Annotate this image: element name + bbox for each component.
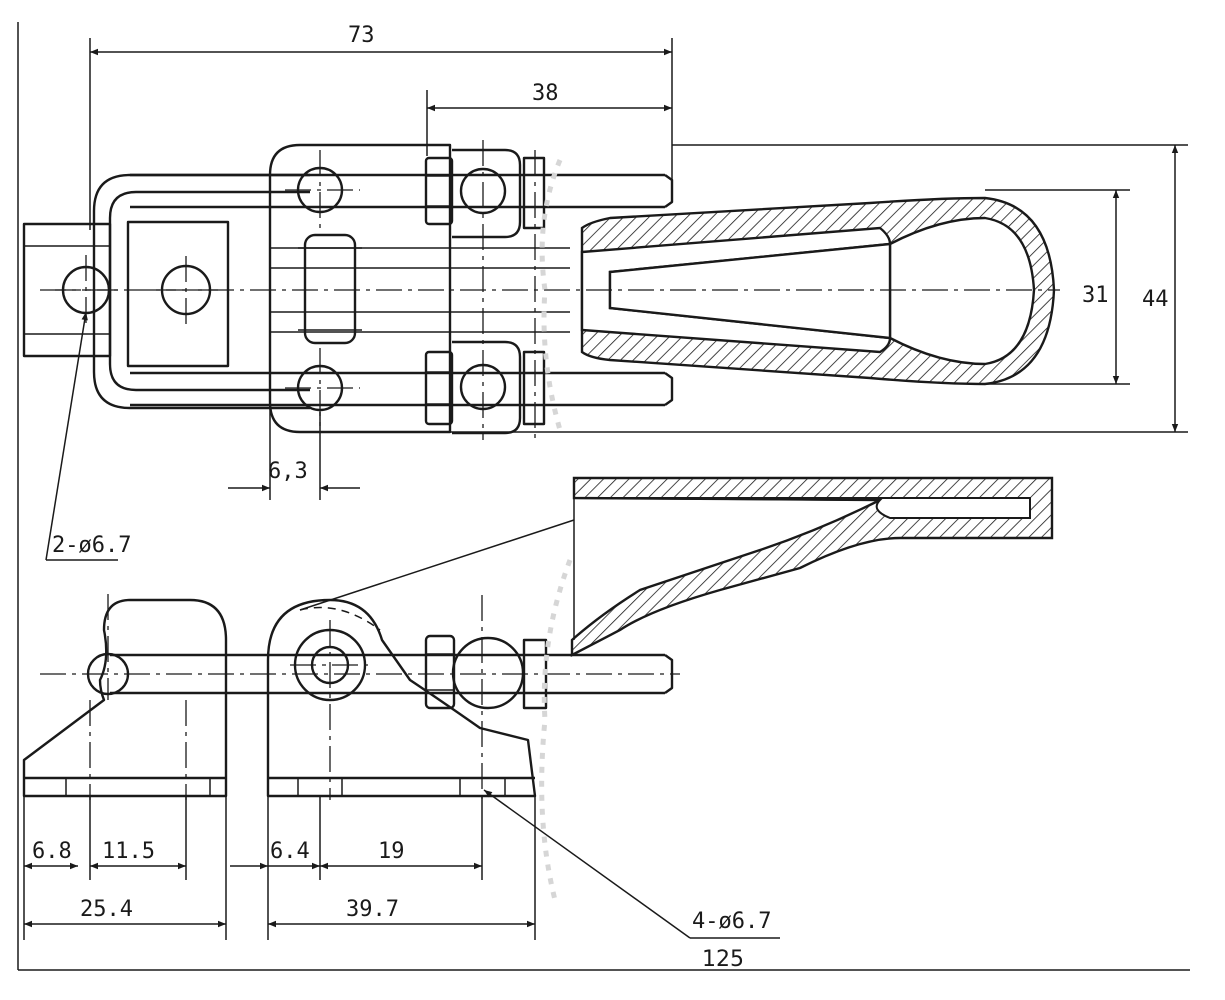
dimension-inner-width: 31 (985, 189, 1130, 385)
dim-text-38: 38 (532, 81, 559, 106)
callout-text-2-holes: 2-ø6.7 (52, 533, 131, 558)
dimension-bolt-spacing: 38 (426, 81, 672, 156)
dim-text-31: 31 (1082, 283, 1109, 308)
rod-side (110, 606, 674, 695)
dim-text-39-7: 39.7 (346, 897, 399, 922)
callout-base-holes: 4-ø6.7 125 (483, 789, 780, 972)
callout-small-holes: 2-ø6.7 (45, 311, 131, 561)
dimension-overall-length: 73 (89, 23, 673, 230)
base-side (266, 595, 537, 800)
handle-section-top (580, 196, 1056, 386)
hook-side (22, 594, 228, 800)
dim-text-25-4: 25.4 (80, 897, 133, 922)
dim-text-44: 44 (1142, 287, 1169, 312)
callout-text-4-holes: 4-ø6.7 (692, 909, 771, 934)
dim-text-6-8: 6.8 (32, 839, 72, 864)
drawing-frame (17, 22, 1190, 971)
dim-text-6-3: 6,3 (268, 459, 308, 484)
dim-text-6-4: 6.4 (270, 839, 310, 864)
rods-top (130, 173, 674, 407)
dimension-base-left: 6.8 11.5 25.4 (23, 796, 227, 940)
dim-text-11-5: 11.5 (102, 839, 155, 864)
side-view (22, 476, 1054, 901)
dimension-base-right: 6.4 19 39.7 (230, 796, 536, 940)
dim-text-73: 73 (348, 23, 375, 48)
bolt-side (424, 634, 548, 710)
base-plate-top (268, 143, 452, 434)
dim-text-19: 19 (378, 839, 405, 864)
dim-text-125: 125 (702, 947, 744, 972)
handle-section-side (299, 476, 1054, 657)
dimension-plate-offset: 6,3 (228, 402, 360, 500)
dimension-outer-width: 44 (450, 144, 1188, 433)
top-view (22, 140, 1060, 440)
